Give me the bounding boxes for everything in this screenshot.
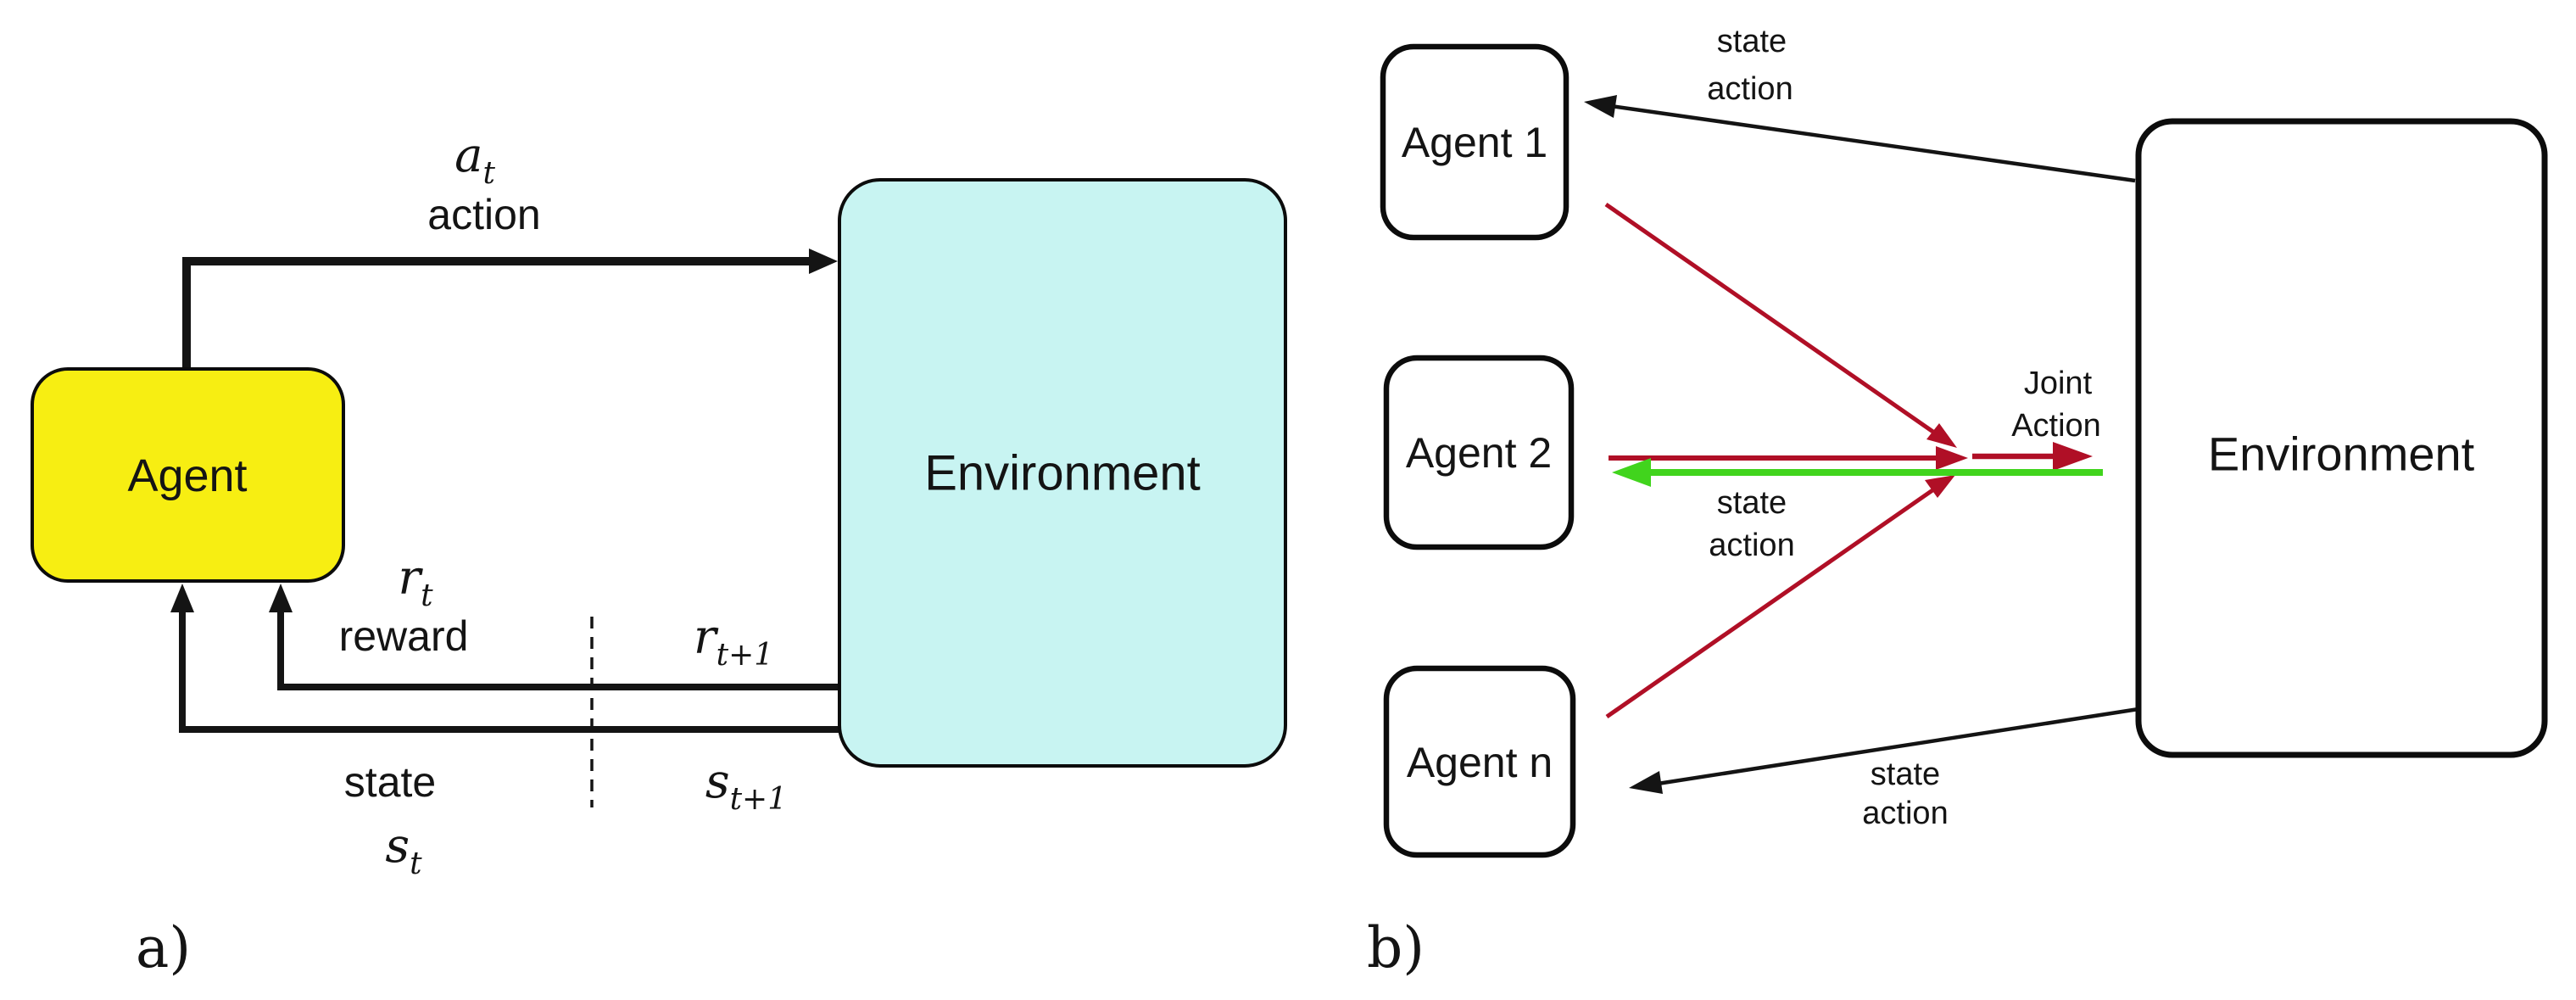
state-action-mid-label-line1: state xyxy=(1717,485,1787,521)
agent-box-label: Agent xyxy=(127,450,247,501)
environment-right-box xyxy=(2135,118,2548,758)
agent2-box xyxy=(1383,355,1575,550)
action-label: action xyxy=(427,191,540,238)
agent1-action-line xyxy=(1604,202,1938,437)
agent1-box-label: Agent 1 xyxy=(1402,119,1547,166)
state-arrow-line xyxy=(179,611,839,733)
agentn-box xyxy=(1383,665,1576,858)
action-symbol: at xyxy=(454,128,495,191)
agentn-action-arrowhead-icon xyxy=(1925,475,1955,498)
panel-b-multi-agent: Agent 1 Agent 2 Agent n Environment stat… xyxy=(1367,24,2548,980)
agentn-box-label: Agent n xyxy=(1407,739,1553,786)
joint-action-label-line1: Joint xyxy=(2024,366,2093,401)
state-action-top-label-line1: state xyxy=(1717,24,1787,59)
state-next-symbol: st+1 xyxy=(705,754,787,817)
reward-arrow-line xyxy=(277,611,839,690)
env-to-agent1-line xyxy=(1610,103,2136,183)
joint-action-arrowhead-icon xyxy=(2053,442,2093,471)
state-action-mid-label-line2: action xyxy=(1709,528,1794,563)
reward-label: reward xyxy=(339,612,469,660)
reward-arrowhead-icon xyxy=(269,584,293,612)
state-arrowhead-icon xyxy=(170,584,194,612)
panel-a-single-agent: Agent Environment at action rt reward rt… xyxy=(31,128,1287,980)
environment-right-box-label: Environment xyxy=(2208,427,2475,481)
agent2-box-label: Agent 2 xyxy=(1406,429,1552,477)
env-to-agentn-arrowhead-icon xyxy=(1629,771,1663,794)
action-arrowhead-icon xyxy=(809,249,838,274)
agent2-action-arrowhead-icon xyxy=(1936,446,1968,470)
state-symbol: st xyxy=(385,818,422,881)
environment-box xyxy=(838,178,1287,768)
green-arrowhead-icon xyxy=(1612,458,1651,487)
joint-action-label-line2: Action xyxy=(2011,408,2101,444)
panel-b-caption: b) xyxy=(1367,915,1425,980)
environment-box-label: Environment xyxy=(924,446,1201,501)
agent1-action-arrowhead-icon xyxy=(1926,423,1957,448)
state-label: state xyxy=(344,758,436,806)
reward-symbol: rt xyxy=(398,550,433,613)
state-action-bottom-label-line1: state xyxy=(1871,757,1940,792)
agentn-action-line xyxy=(1605,486,1937,719)
agent-box xyxy=(31,367,345,583)
reward-next-symbol: rt+1 xyxy=(694,610,773,673)
state-action-bottom-label-line2: action xyxy=(1862,796,1948,831)
action-arrow-line xyxy=(182,257,811,371)
agent1-box xyxy=(1380,43,1570,241)
env-to-agentn-line xyxy=(1657,707,2139,786)
panel-a-caption: a) xyxy=(136,915,191,980)
env-to-agent1-arrowhead-icon xyxy=(1584,95,1617,118)
state-action-top-label-line2: action xyxy=(1707,71,1793,107)
